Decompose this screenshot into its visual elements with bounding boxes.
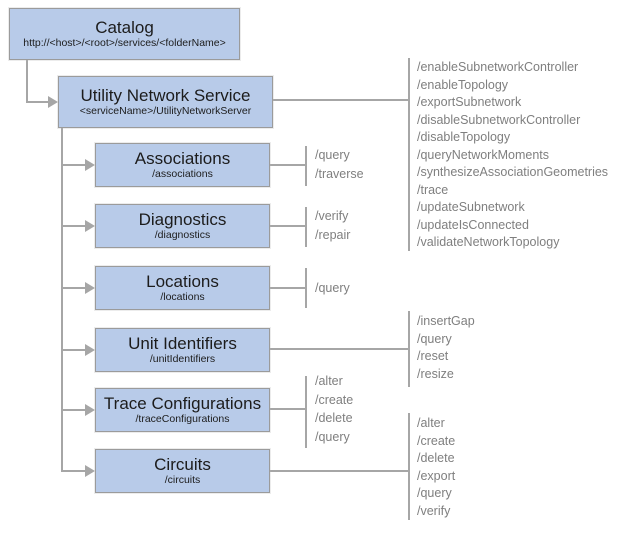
- service-subtitle: <serviceName>/UtilityNetworkServer: [79, 105, 252, 118]
- ops-list-associations: /query /traverse: [315, 146, 364, 183]
- op-item: /create: [315, 392, 354, 407]
- child-box-associations: Associations /associations: [95, 143, 270, 187]
- connector-catalog-horizontal: [26, 101, 50, 103]
- ops-bar-locations: [305, 268, 307, 308]
- ops-list-circuits: /alter /create /delete /export /query /v…: [417, 415, 455, 520]
- child-box-circuits: Circuits /circuits: [95, 449, 270, 493]
- arrow-right-icon: [85, 465, 95, 477]
- connector-branch-locations: [61, 287, 87, 289]
- op-item: /delete: [315, 411, 353, 425]
- op-item: /resize: [417, 366, 454, 381]
- ops-bar-associations: [305, 146, 307, 186]
- child-box-unit-identifiers: Unit Identifiers /unitIdentifiers: [95, 328, 270, 372]
- circuits-title: Circuits: [154, 455, 211, 475]
- connector-trace-configurations-ops: [270, 408, 306, 410]
- associations-subtitle: /associations: [152, 168, 213, 181]
- diagnostics-subtitle: /diagnostics: [154, 229, 211, 242]
- op-item: /updateSubnetwork: [417, 200, 525, 214]
- op-item: /enableTopology: [417, 77, 509, 92]
- service-title: Utility Network Service: [80, 86, 251, 106]
- trace-configurations-title: Trace Configurations: [103, 394, 262, 414]
- ops-list-locations: /query: [315, 279, 350, 298]
- ops-bar-diagnostics: [305, 207, 307, 247]
- arrow-right-icon: [85, 159, 95, 171]
- locations-subtitle: /locations: [160, 291, 205, 304]
- op-item: /synthesizeAssociationGeometries: [417, 165, 609, 179]
- op-item: /traverse: [315, 166, 364, 181]
- op-item: /queryNetworkMoments: [417, 147, 549, 162]
- op-item: /insertGap: [417, 314, 475, 328]
- child-box-diagnostics: Diagnostics /diagnostics: [95, 204, 270, 248]
- ops-bar-service: [408, 58, 410, 251]
- connector-locations-ops: [270, 287, 306, 289]
- op-item: /enableSubnetworkController: [417, 60, 579, 74]
- op-item: /verify: [315, 209, 349, 223]
- connector-associations-ops: [270, 164, 306, 166]
- op-item: /query: [417, 486, 452, 500]
- arrow-right-icon: [85, 344, 95, 356]
- op-item: /reset: [417, 349, 449, 363]
- connector-catalog-vertical: [26, 60, 28, 103]
- connector-service-trunk: [61, 128, 63, 472]
- ops-bar-circuits: [408, 413, 410, 520]
- catalog-subtitle: http://<host>/<root>/services/<folderNam…: [23, 37, 226, 50]
- op-item: /trace: [417, 182, 449, 197]
- associations-title: Associations: [134, 149, 231, 169]
- arrow-right-icon: [48, 96, 58, 108]
- op-item: /validateNetworkTopology: [417, 235, 560, 249]
- connector-branch-associations: [61, 164, 87, 166]
- child-box-trace-configurations: Trace Configurations /traceConfiguration…: [95, 388, 270, 432]
- op-item: /verify: [417, 503, 451, 518]
- op-item: /disableTopology: [417, 130, 511, 144]
- connector-unit-identifiers-ops: [270, 348, 409, 350]
- op-item: /export: [417, 468, 456, 483]
- trace-configurations-subtitle: /traceConfigurations: [135, 413, 230, 426]
- op-item: /delete: [417, 451, 455, 465]
- op-item: /updateIsConnected: [417, 217, 529, 232]
- arrow-right-icon: [85, 404, 95, 416]
- op-item: /exportSubnetwork: [417, 95, 522, 109]
- op-item: /create: [417, 433, 456, 448]
- connector-branch-trace-configurations: [61, 409, 87, 411]
- ops-list-service: /enableSubnetworkController /enableTopol…: [417, 59, 608, 252]
- ops-bar-trace-configurations: [305, 376, 307, 448]
- utility-network-service-box: Utility Network Service <serviceName>/Ut…: [58, 76, 273, 128]
- connector-branch-circuits: [61, 470, 87, 472]
- arrow-right-icon: [85, 220, 95, 232]
- circuits-subtitle: /circuits: [164, 474, 201, 487]
- connector-circuits-ops: [270, 470, 409, 472]
- unit-identifiers-subtitle: /unitIdentifiers: [149, 353, 216, 366]
- op-item: /query: [315, 148, 350, 162]
- op-item: /query: [315, 281, 350, 295]
- ops-list-unit-identifiers: /insertGap /query /reset /resize: [417, 313, 475, 383]
- op-item: /alter: [315, 374, 343, 388]
- catalog-box: Catalog http://<host>/<root>/services/<f…: [9, 8, 240, 60]
- connector-service-ops: [273, 99, 409, 101]
- op-item: /alter: [417, 416, 445, 430]
- locations-title: Locations: [146, 272, 219, 292]
- ops-bar-unit-identifiers: [408, 311, 410, 387]
- child-box-locations: Locations /locations: [95, 266, 270, 310]
- catalog-title: Catalog: [95, 18, 154, 38]
- op-item: /repair: [315, 227, 351, 242]
- arrow-right-icon: [85, 282, 95, 294]
- connector-branch-unit-identifiers: [61, 349, 87, 351]
- ops-list-diagnostics: /verify /repair: [315, 207, 350, 244]
- op-item: /query: [315, 429, 350, 444]
- diagnostics-title: Diagnostics: [138, 210, 227, 230]
- connector-branch-diagnostics: [61, 225, 87, 227]
- connector-diagnostics-ops: [270, 225, 306, 227]
- ops-list-trace-configurations: /alter /create /delete /query: [315, 372, 353, 446]
- unit-identifiers-title: Unit Identifiers: [128, 334, 237, 354]
- op-item: /disableSubnetworkController: [417, 112, 581, 127]
- op-item: /query: [417, 331, 452, 346]
